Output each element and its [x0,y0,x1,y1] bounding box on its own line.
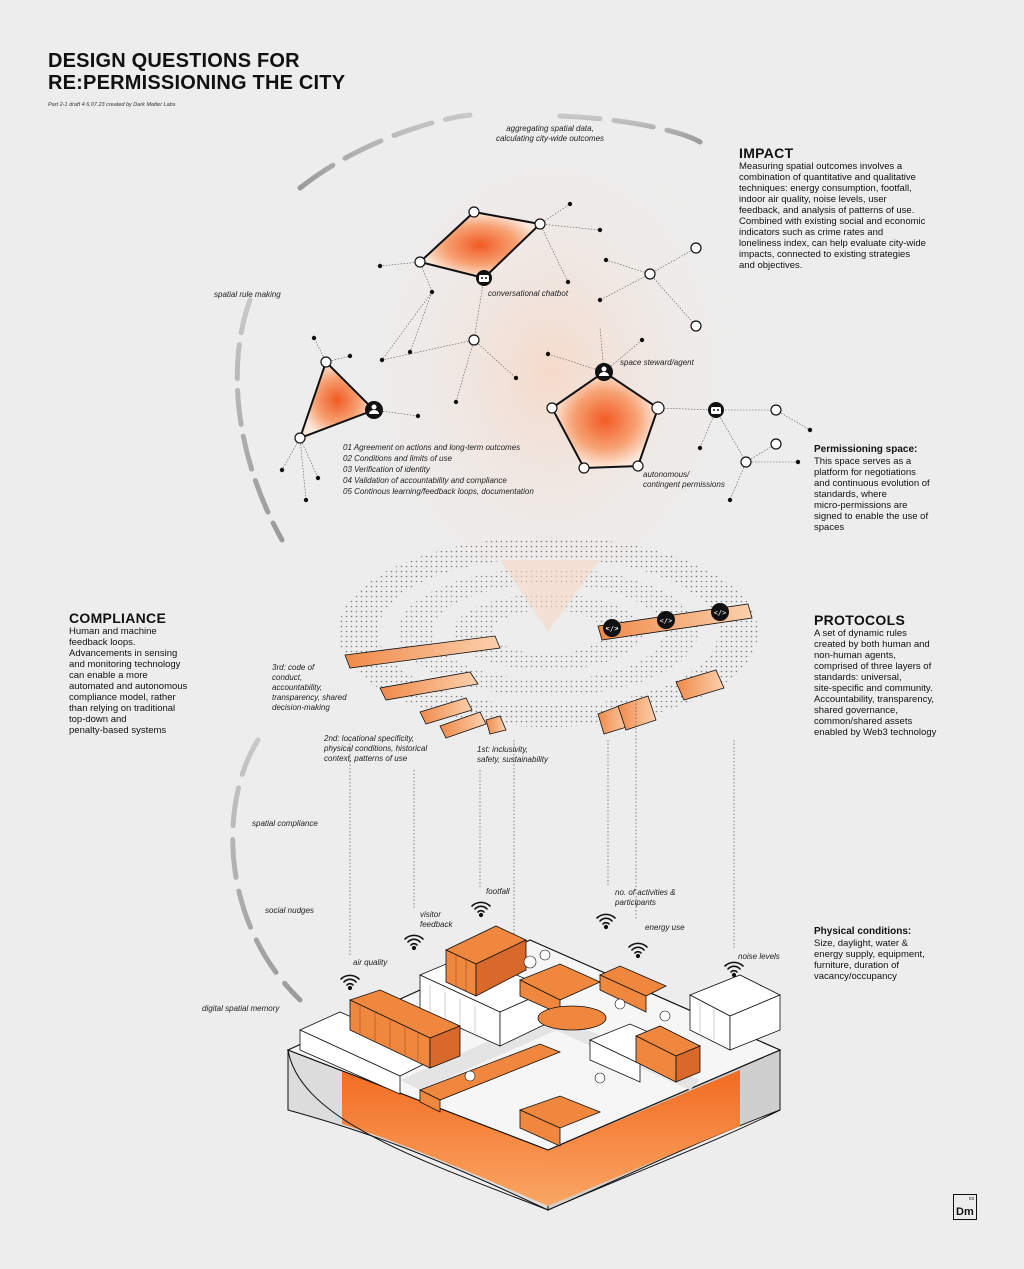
list-item: 01 Agreement on actions and long-term ou… [343,443,521,452]
steps-list: 01 Agreement on actions and long-term ou… [343,442,534,497]
first-layer-label: 1st: inclusivity,safety, sustainability [477,745,548,764]
page-title: DESIGN QUESTIONS FOR RE:PERMISSIONING TH… [48,50,345,94]
protocols-heading: PROTOCOLS [814,612,906,628]
logo-text: Dm [956,1206,974,1218]
list-item: 03 Verification of identity [343,465,430,474]
physical-heading: Physical conditions: [814,926,912,937]
impact-heading: IMPACT [739,145,794,161]
list-item: 05 Continous learning/feedback loops, do… [343,487,534,496]
outer-arcs [230,112,703,1003]
aggregating-label: aggregating spatial data,calculating cit… [495,124,605,143]
pentagon-space [550,370,660,470]
noise-levels-label: noise levels [738,952,780,961]
title-line-2: RE:PERMISSIONING THE CITY [48,72,346,94]
physical-conditions-section: Physical conditions: Size, daylight, wat… [814,926,984,982]
social-nudges-label: social nudges [265,906,314,915]
list-item: 02 Conditions and limits of use [343,454,452,463]
title-line-1: DESIGN QUESTIONS FOR [48,50,300,72]
permissioning-heading: Permissioning space: [814,444,918,455]
triangle-space [298,360,376,440]
svg-text:</>: </> [660,617,673,625]
page-subtitle: Part 2-1 draft 4 6.07.23 created by Dark… [48,102,176,108]
network-nodes [279,201,813,503]
code-icon: </> </> </> [603,603,729,637]
permissioning-space-section: Permissioning space: This space serves a… [814,444,974,533]
energy-use-label: energy use [645,923,685,932]
second-layer-label: 2nd: locational specificity,physical con… [324,734,428,763]
air-quality-label: air quality [353,958,388,967]
protocol-rings [338,537,758,727]
svg-text:</>: </> [606,625,619,633]
chatbot-label: conversational chatbot [488,289,569,298]
city-block [286,925,782,1211]
network-lines [281,203,811,501]
impact-section: IMPACT Measuring spatial outcomes involv… [739,145,969,271]
physical-text: Size, daylight, water &energy supply, eq… [814,938,925,982]
chatbot-icon [476,270,724,418]
spatial-compliance-label: spatial compliance [252,819,318,828]
steward-label: space steward/agent [620,358,694,367]
permission-dome [360,160,741,632]
footfall-label: footfall [486,887,510,896]
digital-memory-label: digital spatial memory [202,1004,280,1013]
rule-making-label: spatial rule making [214,290,281,299]
activities-label: no. of activities &participants [615,888,676,907]
dm-logo: 03 Dm [953,1194,977,1220]
logo-number: 03 [968,1196,974,1201]
autonomous-label: autonomous/contingent permissions [643,470,725,489]
svg-text:</>: </> [714,609,727,617]
user-icon [294,206,782,474]
compliance-heading: COMPLIANCE [69,610,167,626]
list-item: 04 Validation of accountability and comp… [343,476,507,485]
